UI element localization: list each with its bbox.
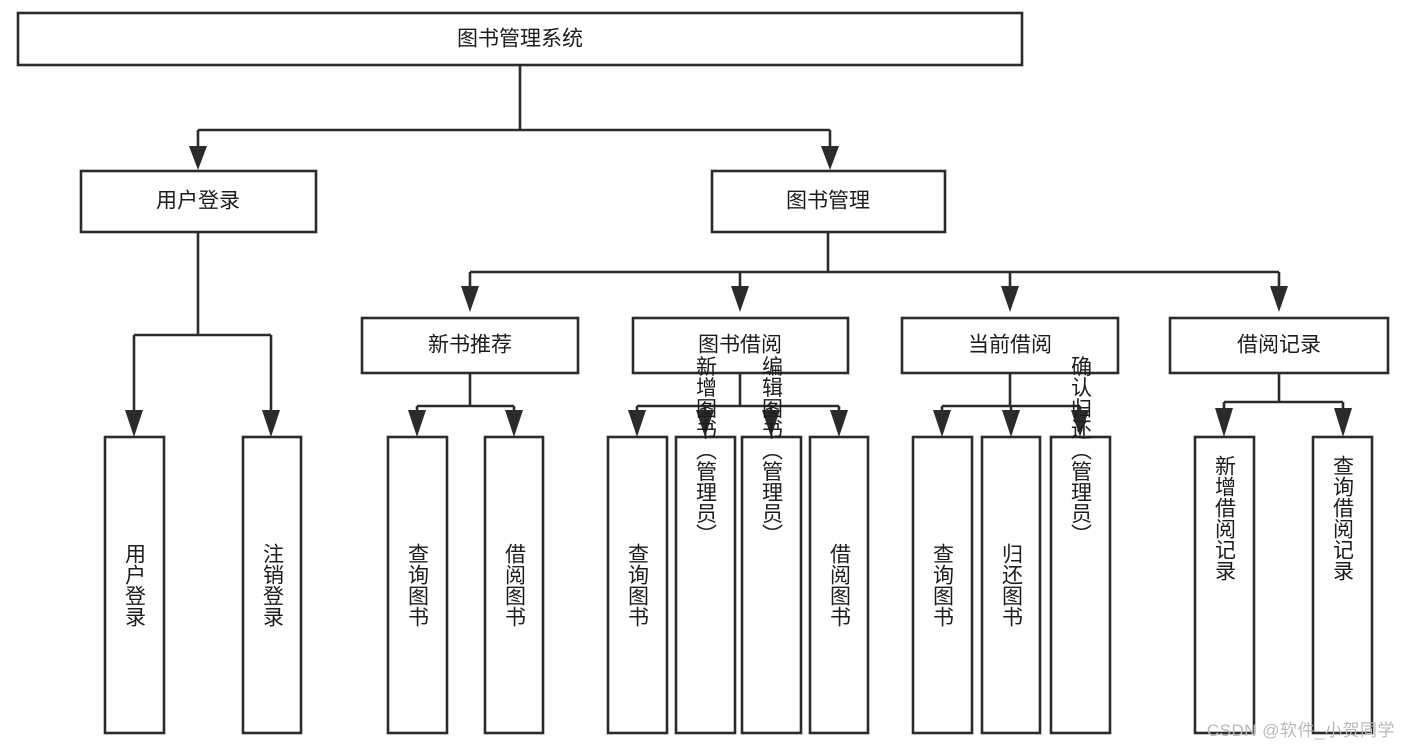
leaf-logout-login-box[interactable] [241,435,303,735]
leaf-query-book-2[interactable]: 查询图书 [606,435,669,735]
leaf-return-book-box[interactable] [980,435,1042,735]
node-borrow-record-label: 借阅记录 [1237,334,1321,357]
node-borrow-record[interactable]: 借阅记录 [1168,316,1390,375]
leaf-borrow-book-2-box[interactable] [808,435,870,735]
arrow-head-icon [696,410,714,437]
arrow-head-icon [505,410,523,437]
leaf-add-borrow-record[interactable]: 新增借阅记录 [1193,435,1256,735]
leaf-logout-login[interactable]: 注销登录 [241,435,303,735]
leaf-borrow-book-1-box[interactable] [483,435,545,735]
arrow-head-icon [1270,286,1288,312]
arrow-head-icon [262,410,280,437]
node-book-borrow[interactable]: 图书借阅 [631,316,850,375]
connector-current-borrow-to-leaves [933,373,1089,437]
leaf-add-book-admin-label: 新增图书（管理员） [694,356,718,545]
arrow-head-icon [1002,410,1020,437]
leaf-add-book-admin-box[interactable] [674,435,737,735]
node-root-label: 图书管理系统 [457,28,583,51]
arrow-head-icon [628,410,646,437]
connector-book-management-to-level3 [461,232,1288,312]
node-book-management-label: 图书管理 [786,190,870,213]
leaf-borrow-book-1[interactable]: 借阅图书 [483,435,545,735]
arrow-head-icon [189,146,207,170]
node-root-box[interactable] [16,11,1024,67]
node-user-login[interactable]: 用户登录 [79,169,318,234]
arrow-head-icon [731,286,749,312]
leaf-query-book-2-label: 查询图书 [626,543,650,627]
arrow-head-icon [1334,408,1352,437]
arrow-head-icon [762,410,780,437]
leaf-query-borrow-record-box[interactable] [1311,435,1374,735]
arrow-head-icon [125,410,143,437]
leaf-add-borrow-record-label: 新增借阅记录 [1213,455,1237,581]
arrow-head-icon [1071,410,1089,437]
leaf-return-book-label: 归还图书 [1000,543,1024,627]
node-new-book-recommend-box[interactable] [360,316,580,375]
leaf-user-login-box[interactable] [103,435,166,735]
node-book-management[interactable]: 图书管理 [710,169,947,234]
leaf-confirm-return-admin-box[interactable] [1049,435,1112,735]
node-book-management-box[interactable] [710,169,947,234]
node-new-book-recommend[interactable]: 新书推荐 [360,316,580,375]
leaf-query-book-2-box[interactable] [606,435,669,735]
leaf-confirm-return-admin[interactable]: 确认归还（管理员） [1049,356,1112,735]
connector-user-login-to-leaves [125,232,280,437]
leaf-add-book-admin[interactable]: 新增图书（管理员） [674,356,737,735]
leaf-query-borrow-record-label: 查询借阅记录 [1331,455,1355,581]
leaf-add-borrow-record-box[interactable] [1193,435,1256,735]
leaf-query-book-1-box[interactable] [386,435,449,735]
leaf-edit-book-admin-box[interactable] [740,435,803,735]
leaf-query-book-3-box[interactable] [911,435,974,735]
arrow-head-icon [830,410,848,437]
leaf-return-book[interactable]: 归还图书 [980,435,1042,735]
node-current-borrow[interactable]: 当前借阅 [900,316,1120,375]
leaf-edit-book-admin[interactable]: 编辑图书（管理员） [740,356,803,735]
leaf-query-book-1-label: 查询图书 [406,543,430,627]
node-user-login-label: 用户登录 [156,190,240,213]
leaf-borrow-book-2-label: 借阅图书 [828,543,852,627]
arrow-head-icon [1001,286,1019,312]
connector-new-book-recommend-to-leaves [408,373,523,437]
arrow-head-icon [461,286,479,312]
leaf-query-borrow-record[interactable]: 查询借阅记录 [1311,435,1374,735]
leaf-borrow-book-1-label: 借阅图书 [503,543,527,627]
leaf-logout-login-label: 注销登录 [261,543,285,627]
leaf-user-login[interactable]: 用户登录 [103,435,166,735]
node-current-borrow-label: 当前借阅 [968,334,1052,357]
node-root[interactable]: 图书管理系统 [16,11,1024,67]
csdn-watermark: CSDN @软件_小贺同学 [1206,721,1395,740]
leaf-confirm-return-admin-label: 确认归还（管理员） [1069,356,1093,545]
arrow-head-icon [1215,408,1233,437]
node-new-book-recommend-label: 新书推荐 [428,334,512,357]
arrow-head-icon [408,410,426,437]
arrow-head-icon [821,146,839,170]
connector-book-borrow-to-leaves [628,373,848,437]
leaf-query-book-3-label: 查询图书 [931,543,955,627]
connector-borrow-record-to-leaves [1215,373,1352,437]
leaf-borrow-book-2[interactable]: 借阅图书 [808,435,870,735]
leaf-edit-book-admin-label: 编辑图书（管理员） [760,356,784,545]
leaf-user-login-label: 用户登录 [123,543,147,627]
leaf-query-book-3[interactable]: 查询图书 [911,435,974,735]
node-book-borrow-box[interactable] [631,316,850,375]
arrow-head-icon [933,410,951,437]
node-book-borrow-label: 图书借阅 [698,334,782,357]
leaf-query-book-1[interactable]: 查询图书 [386,435,449,735]
node-current-borrow-box[interactable] [900,316,1120,375]
connector-root-to-level2 [189,65,839,170]
